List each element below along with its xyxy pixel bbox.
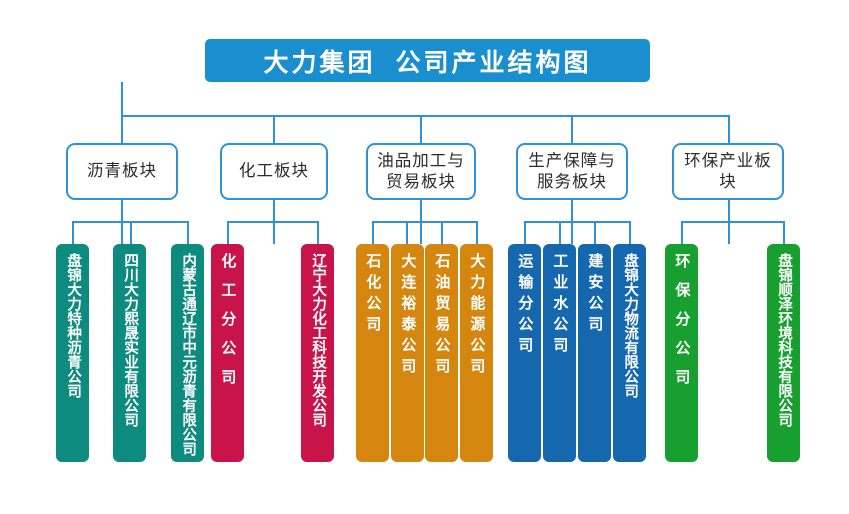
company-label: 石油贸易公司 — [433, 253, 451, 379]
division-label-asphalt: 沥青板块 — [87, 162, 157, 181]
division-box-asphalt[interactable]: 沥青板块 — [66, 143, 178, 200]
leaf-drop-line-3-2 — [406, 221, 408, 244]
division-bus-line-3 — [372, 221, 477, 223]
division-bus-line-2 — [227, 221, 319, 223]
leaf-drop-line-5-1 — [681, 221, 683, 244]
leaf-drop-line-4-2 — [559, 221, 561, 244]
company-box[interactable]: 内蒙古通辽市中元沥青有限公司 — [171, 244, 204, 462]
leaf-drop-line-4-1 — [524, 221, 526, 244]
root-stem-line — [121, 82, 123, 115]
company-box[interactable]: 化工分公司 — [211, 244, 244, 462]
company-label: 辽宁大力化工科技开发公司 — [310, 253, 327, 427]
company-label: 化工分公司 — [219, 253, 237, 398]
company-box[interactable]: 工业水公司 — [543, 244, 576, 462]
chart-title-banner: 大力集团 公司产业结构图 — [205, 39, 650, 82]
division-box-production-service[interactable]: 生产保障与服务板块 — [516, 143, 628, 200]
company-label: 内蒙古通辽市中元沥青有限公司 — [180, 253, 197, 456]
company-box[interactable]: 石化公司 — [356, 244, 389, 462]
leaf-drop-line-1-1 — [72, 221, 74, 244]
company-label: 盘锦大力物流有限公司 — [622, 253, 639, 398]
division-label-environmental: 环保产业板块 — [684, 151, 772, 191]
company-box[interactable]: 辽宁大力化工科技开发公司 — [301, 244, 334, 462]
level1-drop-line-5 — [728, 115, 730, 143]
leaf-drop-line-5-2 — [783, 221, 785, 244]
company-label: 盘锦大力特种沥青公司 — [65, 253, 82, 398]
company-box[interactable]: 大力能源公司 — [460, 244, 493, 462]
company-label: 四川大力熙晟实业有限公司 — [122, 253, 139, 427]
level1-drop-line-2 — [273, 115, 275, 143]
leaf-drop-line-2-1 — [227, 221, 229, 244]
company-box[interactable]: 盘锦大力物流有限公司 — [613, 244, 646, 462]
company-label: 大力能源公司 — [468, 253, 486, 379]
company-label: 运输分公司 — [516, 253, 534, 358]
leaf-drop-line-3-3 — [441, 221, 443, 244]
division-label-oil-trade: 油品加工与贸易板块 — [377, 151, 465, 191]
division-box-environmental[interactable]: 环保产业板块 — [672, 143, 784, 200]
company-box[interactable]: 建安公司 — [578, 244, 611, 462]
company-label: 大连裕泰公司 — [399, 253, 417, 379]
company-label: 盘锦顺泽环境科技有限公司 — [776, 253, 793, 427]
level1-bus-line — [121, 115, 728, 117]
leaf-drop-line-3-1 — [372, 221, 374, 244]
level1-drop-line-3 — [420, 115, 422, 143]
division-label-production-service: 生产保障与服务板块 — [528, 151, 616, 191]
company-box[interactable]: 运输分公司 — [508, 244, 541, 462]
leaf-drop-line-4-3 — [594, 221, 596, 244]
leaf-drop-line-3-4 — [476, 221, 478, 244]
company-label: 石化公司 — [364, 253, 382, 337]
division-label-chemical: 化工板块 — [239, 162, 309, 181]
company-box[interactable]: 石油贸易公司 — [425, 244, 458, 462]
level1-drop-line-4 — [571, 115, 573, 143]
company-box[interactable]: 环保分公司 — [665, 244, 698, 462]
leaf-drop-line-4-4 — [629, 221, 631, 244]
company-label: 建安公司 — [586, 253, 604, 337]
leaf-drop-line-1-3 — [187, 221, 189, 244]
division-bus-line-4 — [524, 221, 629, 223]
division-bus-line-5 — [681, 221, 785, 223]
company-label: 工业水公司 — [551, 253, 569, 358]
division-box-chemical[interactable]: 化工板块 — [220, 143, 328, 200]
company-box[interactable]: 盘锦大力特种沥青公司 — [56, 244, 89, 462]
level1-drop-line-1 — [121, 115, 123, 143]
leaf-drop-line-1-2 — [130, 221, 132, 244]
company-box[interactable]: 盘锦顺泽环境科技有限公司 — [767, 244, 800, 462]
division-box-oil-trade[interactable]: 油品加工与贸易板块 — [366, 143, 476, 200]
company-box[interactable]: 大连裕泰公司 — [391, 244, 424, 462]
company-box[interactable]: 四川大力熙晟实业有限公司 — [113, 244, 146, 462]
leaf-drop-line-2-2 — [317, 221, 319, 244]
company-label: 环保分公司 — [673, 253, 691, 398]
